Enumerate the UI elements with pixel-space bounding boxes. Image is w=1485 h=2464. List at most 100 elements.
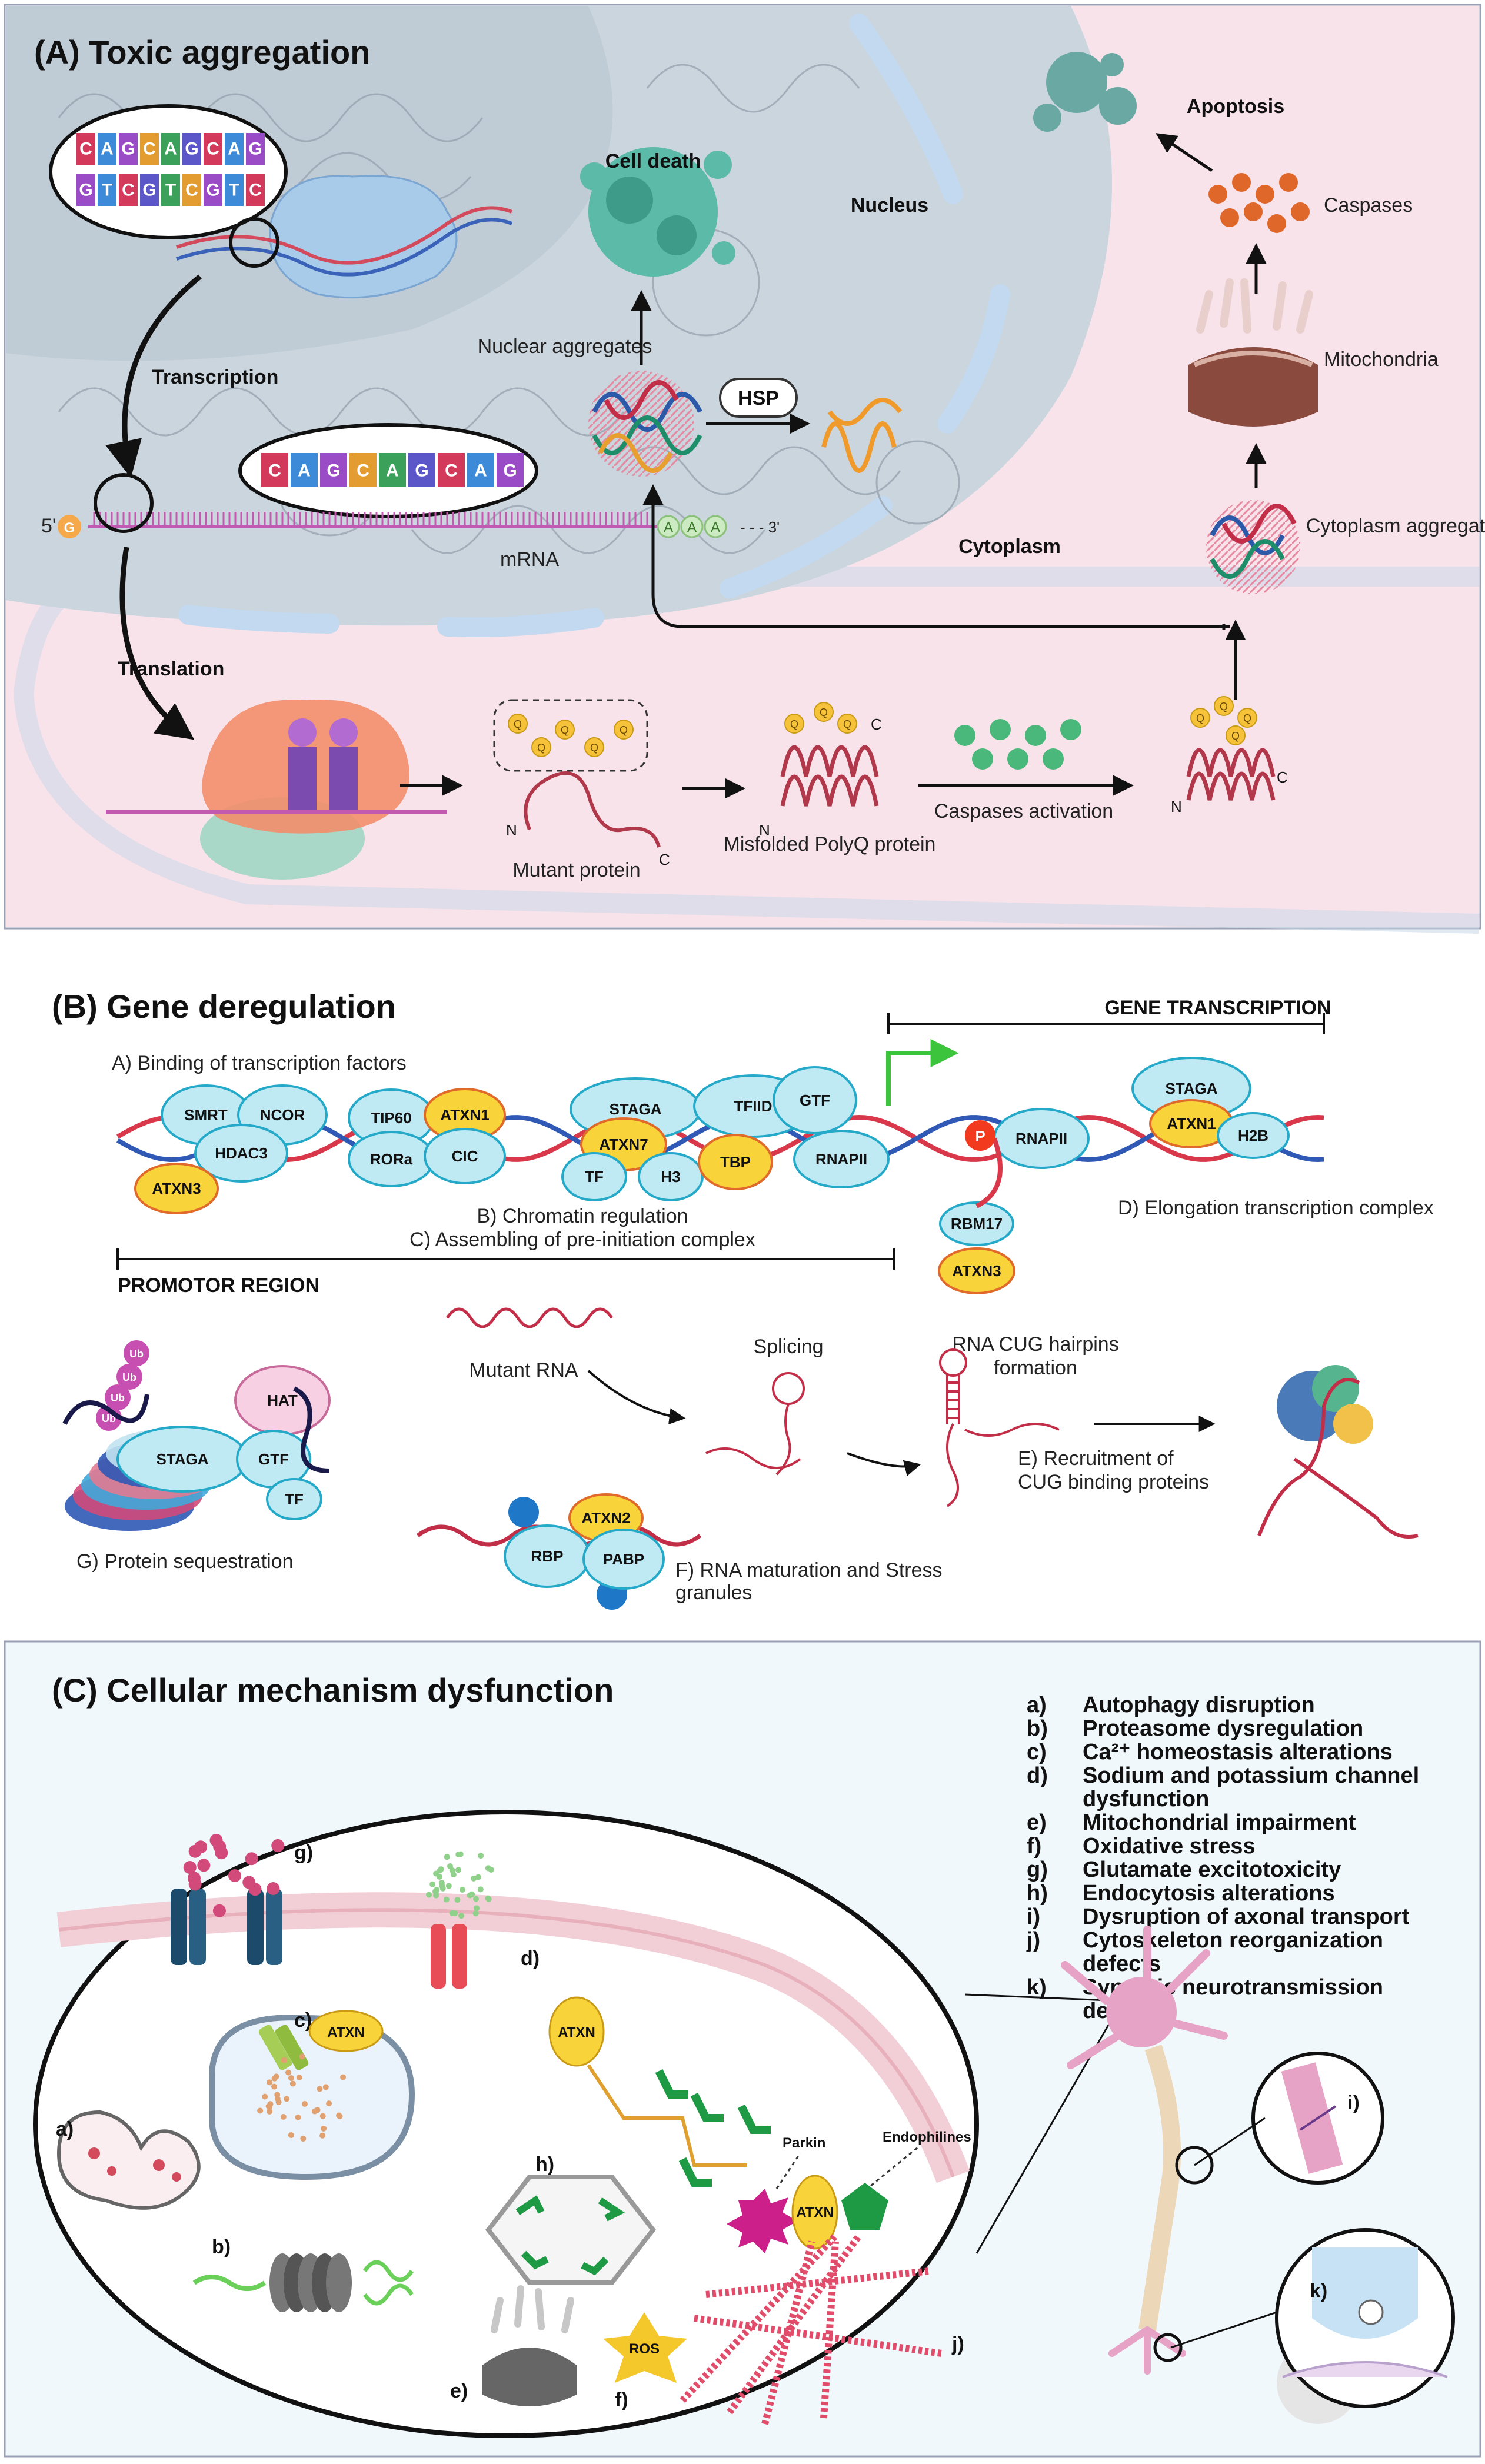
- polyq-letter: Q: [590, 742, 598, 754]
- polyq-bead: [1237, 708, 1257, 728]
- phospho-label: P: [975, 1127, 985, 1145]
- caspases-label: Caspases: [1324, 194, 1413, 217]
- codon-block: [98, 174, 116, 206]
- mutant-c: C: [659, 851, 670, 868]
- arrow-to-hairpin: [847, 1452, 921, 1477]
- protein-label: NCOR: [260, 1106, 305, 1124]
- hairpins-label-2: formation: [994, 1357, 1077, 1379]
- nuclear-envelope: [178, 14, 1010, 637]
- codon-letter: C: [185, 181, 198, 200]
- seq-protein-tf: TF: [266, 1478, 322, 1520]
- protein-label: TFIID: [734, 1097, 773, 1115]
- dysfunction-key: k): [1027, 1975, 1047, 2000]
- polyq-letter: Q: [1231, 730, 1240, 742]
- label-b: b): [212, 2236, 231, 2258]
- poly-a-letter: A: [687, 520, 697, 535]
- mutant-protein-label: Mutant protein: [512, 859, 640, 881]
- protein-label: H3: [661, 1168, 680, 1186]
- codon-letter: A: [164, 139, 177, 159]
- dysfunction-key: a): [1027, 1693, 1047, 1717]
- protein-label: STAGA: [609, 1100, 661, 1118]
- polyq-letter: Q: [620, 724, 628, 736]
- protein-staga: STAGA: [1131, 1057, 1251, 1120]
- protein-label: TBP: [720, 1153, 751, 1171]
- damaged-mitochondrion: [482, 2285, 577, 2406]
- three-prime-label: - - - 3': [740, 518, 780, 536]
- mutant-rna-label: Mutant RNA: [469, 1359, 578, 1381]
- dysfunction-text: Autophagy disruption: [1083, 1693, 1315, 1717]
- codon-block: [76, 133, 95, 165]
- codon-letter: C: [249, 181, 262, 200]
- codon-block: [408, 453, 435, 487]
- protein-label: HDAC3: [215, 1144, 268, 1162]
- codon-letter: G: [121, 139, 135, 159]
- dysfunction-key: b): [1027, 1716, 1048, 1741]
- dysfunction-text: Dysruption of axonal transport: [1083, 1904, 1410, 1929]
- protein-label: TIP60: [371, 1109, 411, 1127]
- protein-label: ATXN3: [152, 1180, 201, 1197]
- mutant-n: N: [506, 821, 517, 839]
- codon-block: [182, 133, 201, 165]
- codon-letter: C: [357, 461, 369, 480]
- misfolded-label: Misfolded PolyQ protein: [724, 833, 936, 855]
- codon-letter: G: [248, 139, 262, 159]
- codon-block: [204, 174, 222, 206]
- label-f: f): [615, 2389, 628, 2411]
- seq-protein-hat: HAT: [234, 1365, 331, 1436]
- protein-label: RBM17: [951, 1215, 1003, 1233]
- dysfunction-text: Sodium and potassium channel: [1083, 1763, 1419, 1788]
- atxn-c-badge: [308, 2010, 384, 2052]
- endophilin-pentagon: [841, 2183, 888, 2230]
- codon-letter: G: [415, 461, 428, 480]
- polyq-letter: Q: [843, 718, 851, 730]
- codon-letter: G: [327, 461, 340, 480]
- final-n: N: [1171, 798, 1182, 815]
- polyq-bead: [1190, 708, 1210, 728]
- polyq-bead: [784, 714, 804, 734]
- codon-letter: G: [142, 181, 156, 200]
- mutant-rna-strand: [445, 1307, 614, 1328]
- codon-letter: C: [445, 461, 458, 480]
- refolded-protein: [821, 398, 903, 473]
- polyq-bead: [531, 737, 551, 757]
- ion-channel: [426, 1851, 494, 1989]
- dysfunction-key: c): [1027, 1740, 1047, 1764]
- parkin-label: Parkin: [783, 2135, 825, 2151]
- codon-letter: C: [143, 139, 156, 159]
- poly-a-bead: [680, 515, 704, 538]
- codon-letter: T: [165, 181, 176, 200]
- polyq-bead: [555, 720, 575, 740]
- codon-letter: G: [79, 181, 92, 200]
- panel-b-title: (B) Gene deregulation: [52, 988, 396, 1025]
- recruitment-label-2: CUG binding proteins: [1018, 1471, 1209, 1493]
- zoom-ring-i: [1175, 2146, 1214, 2185]
- transcription-arrow: [105, 274, 202, 478]
- polyq-bead: [614, 720, 634, 740]
- protein-atxn1: ATXN1: [1149, 1099, 1234, 1148]
- polyq-bead: [508, 714, 528, 734]
- codon-block: [182, 174, 201, 206]
- label-h: h): [535, 2153, 554, 2176]
- splicing-label: Splicing: [753, 1336, 823, 1358]
- gene-transcription-bracket: [887, 1013, 1325, 1034]
- protein-label: ATXN1: [1167, 1115, 1216, 1133]
- polyq-letter: Q: [537, 742, 545, 754]
- protein-atxn3: ATXN3: [134, 1163, 219, 1214]
- protein-tf: TF: [561, 1152, 627, 1201]
- codon-block: [161, 174, 180, 206]
- maturation-protein-pabp: PABP: [582, 1529, 665, 1590]
- codon-letter: C: [268, 461, 281, 480]
- codon-letter: G: [503, 461, 517, 480]
- ubiquitin-label: Ub: [122, 1371, 136, 1383]
- mrna-cap: [58, 515, 81, 538]
- protein-rnapii: RNAPII: [793, 1130, 890, 1188]
- seq-protein-label: STAGA: [156, 1450, 208, 1468]
